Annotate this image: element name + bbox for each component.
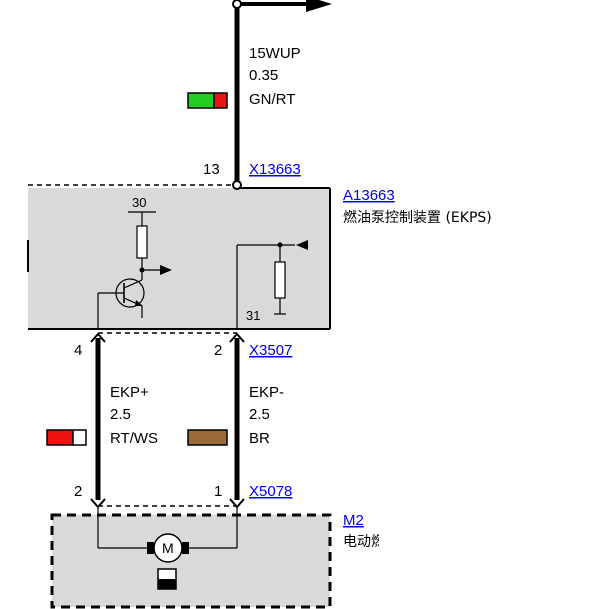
ekp-plus-color: RT/WS	[110, 430, 158, 447]
pump-connector-icon	[157, 568, 177, 590]
connector-x13663-link[interactable]: X13663	[249, 161, 301, 178]
pump-id-link[interactable]: M2	[343, 512, 364, 529]
top-arrow-head	[306, 0, 332, 12]
pin-4-upper-terminal	[90, 332, 106, 343]
ekp-minus-name: EKP-	[249, 384, 284, 401]
internal-input-arrow	[296, 240, 308, 250]
motor-symbol: M	[162, 540, 174, 556]
top-pin-label: 13	[203, 161, 220, 178]
signal-arrow	[160, 265, 172, 275]
top-wire-color: GN/RT	[249, 91, 295, 108]
pin-2-upper-terminal	[229, 332, 245, 343]
top-wire-size: 0.35	[249, 67, 278, 84]
pin-1-lower-terminal	[229, 498, 245, 509]
module-box	[28, 188, 330, 329]
connector-x3507-link[interactable]: X3507	[249, 342, 292, 359]
ekp-plus-upper-pin: 4	[74, 342, 82, 359]
pump-box	[50, 513, 332, 609]
module-pin-31-label: 31	[246, 308, 260, 323]
internal-resistor-right	[274, 261, 286, 299]
ekp-minus-color: BR	[249, 430, 270, 447]
top-wire-color-swatch	[187, 92, 228, 109]
ekp-minus-size: 2.5	[249, 406, 270, 423]
ekp-plus-color-swatch	[46, 429, 87, 446]
module-pin-30-label: 30	[132, 195, 146, 210]
ekp-minus-color-swatch	[187, 429, 228, 446]
module-id-link[interactable]: A13663	[343, 187, 395, 204]
module-name: 燃油泵控制装置 (EKPS)	[343, 209, 492, 226]
motor-icon	[147, 533, 189, 563]
top-wire-name: 15WUP	[249, 45, 301, 62]
ekp-minus-upper-pin: 2	[214, 342, 222, 359]
transistor-icon	[98, 278, 145, 308]
ekp-plus-size: 2.5	[110, 406, 131, 423]
ekp-minus-lower-pin: 1	[214, 483, 222, 500]
top-junction	[232, 0, 242, 9]
internal-resistor-upper	[136, 225, 148, 259]
top-connector-pin	[232, 180, 242, 190]
connector-x5078-link[interactable]: X5078	[249, 483, 292, 500]
ekp-plus-name: EKP+	[110, 384, 149, 401]
overlay-panel	[379, 404, 602, 609]
ekp-plus-lower-pin: 2	[74, 483, 82, 500]
